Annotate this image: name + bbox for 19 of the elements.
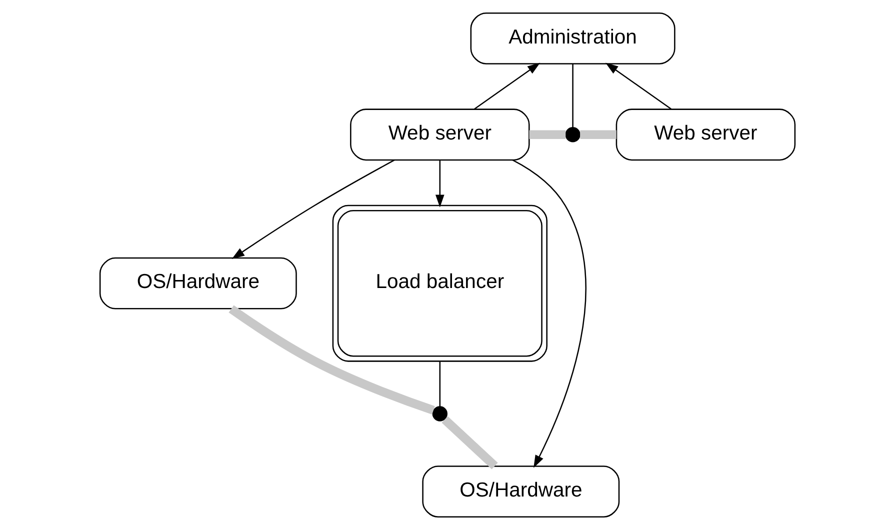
node-circle [565, 127, 580, 142]
node-circle [432, 406, 448, 422]
node-box: Web server [350, 108, 530, 161]
connector [572, 64, 574, 128]
node-box: OS/Hardware [422, 466, 620, 518]
connector [228, 305, 435, 414]
node-box: Administration [470, 12, 676, 64]
arrow [512, 159, 586, 468]
arrow [435, 160, 444, 208]
node-box: Load balancer [332, 204, 548, 362]
connector [529, 130, 566, 140]
arrow [605, 62, 672, 110]
node-box: OS/Hardware [99, 257, 297, 310]
node-box: Web server [616, 108, 796, 161]
arrow [232, 160, 394, 259]
arrow [474, 62, 540, 110]
connector [442, 416, 498, 470]
connector [439, 361, 441, 407]
connector [580, 130, 616, 140]
